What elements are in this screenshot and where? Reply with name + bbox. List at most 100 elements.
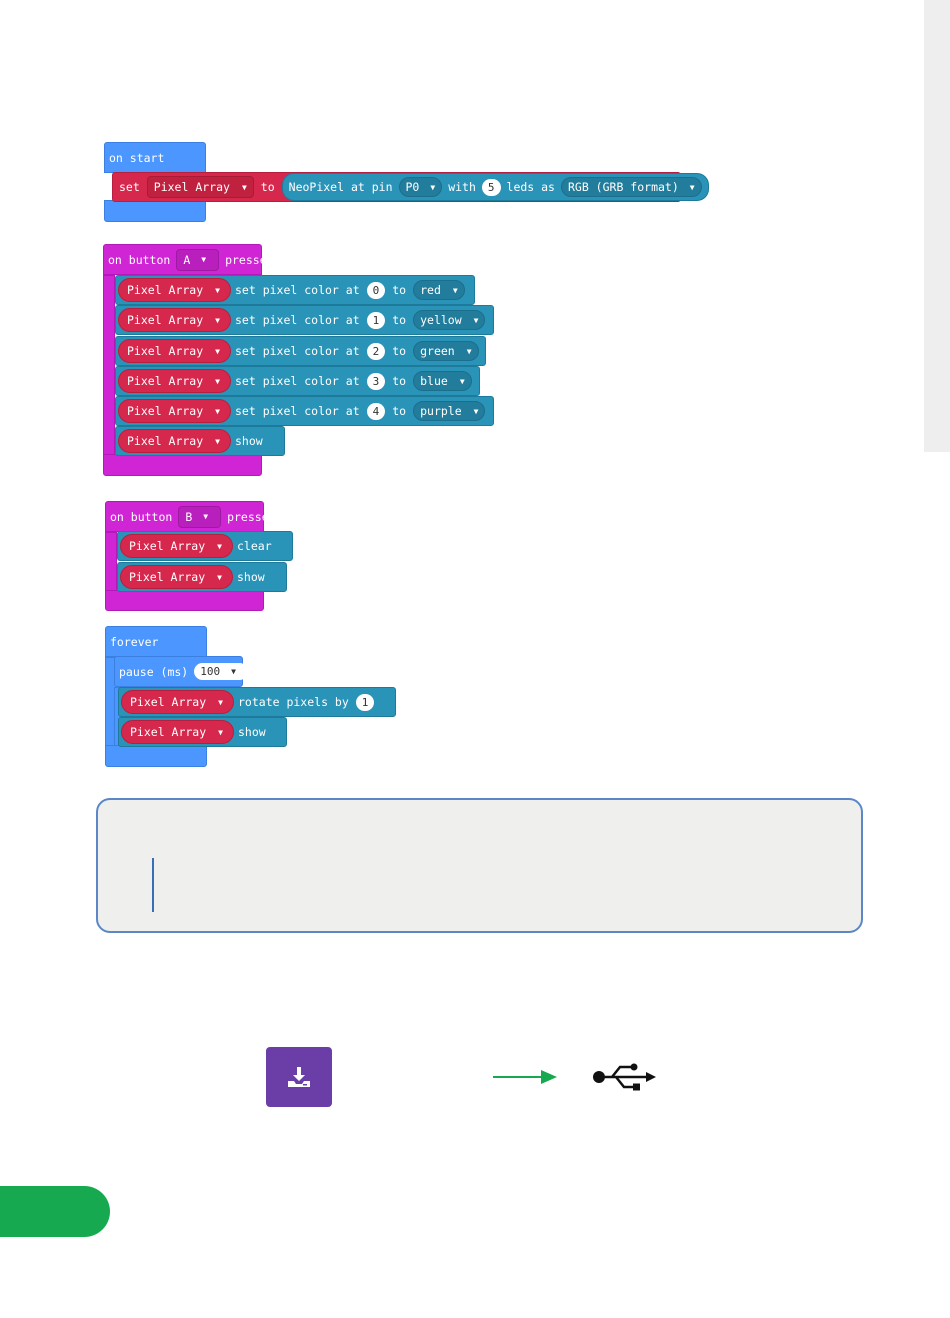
set-pixel-color-block-3[interactable]: Pixel Array▼ set pixel color at 3 to blu…: [115, 366, 480, 396]
variable-reporter[interactable]: Pixel Array ▼: [120, 534, 233, 558]
action-label: set pixel color at: [235, 283, 360, 297]
on-button-b-header: on button B▼ pressed: [105, 501, 276, 532]
color-dropdown[interactable]: purple ▼: [413, 401, 486, 421]
pause-header: pause (ms) 100▼: [114, 656, 248, 687]
show-block-b[interactable]: Pixel Array▼ show: [117, 562, 287, 592]
color-dropdown[interactable]: green ▼: [413, 341, 479, 361]
set-pixel-color-block-2[interactable]: Pixel Array▼ set pixel color at 2 to gre…: [115, 336, 486, 366]
neopixel-create-block[interactable]: NeoPixel at pin P0▼ with 5 leds as RGB (…: [281, 173, 709, 201]
variable-reporter[interactable]: Pixel Array▼: [121, 720, 234, 744]
color-dropdown[interactable]: red ▼: [413, 280, 465, 300]
on-button-b-footer: [105, 590, 264, 611]
variable-name: Pixel Array: [127, 374, 204, 388]
action-label: set pixel color at: [235, 344, 360, 358]
variable-name: Pixel Array: [127, 283, 204, 297]
dropdown-caret-icon: ▼: [430, 182, 436, 192]
set-variable-block[interactable]: set Pixel Array▼ to NeoPixel at pin P0▼ …: [112, 172, 709, 202]
on-button-label: on button: [110, 509, 173, 524]
dropdown-caret-icon: ▼: [217, 541, 222, 551]
usb-icon: [593, 1063, 656, 1091]
button-value: A: [183, 252, 191, 267]
color-value: purple: [420, 404, 462, 418]
dropdown-caret-icon: ▼: [459, 376, 465, 386]
variable-name: Pixel Array: [129, 539, 206, 553]
pin-dropdown[interactable]: P0 ▼: [398, 177, 443, 197]
button-a-dropdown[interactable]: A▼: [176, 248, 220, 271]
index-input[interactable]: 2: [366, 342, 386, 360]
rotate-pixels-block[interactable]: Pixel Array▼ rotate pixels by 1: [118, 687, 396, 717]
on-button-a-footer: [103, 454, 262, 476]
color-dropdown[interactable]: blue ▼: [413, 371, 472, 391]
dropdown-caret-icon: ▼: [231, 667, 236, 676]
variable-reporter[interactable]: Pixel Array▼: [120, 565, 233, 589]
clear-label: clear: [237, 539, 272, 553]
side-scroll-strip: [924, 0, 950, 452]
download-button[interactable]: [266, 1047, 332, 1107]
format-value: RGB (GRB format): [567, 180, 679, 194]
index-input[interactable]: 1: [366, 311, 386, 329]
to-label: to: [260, 180, 275, 194]
on-start-header: on start: [104, 142, 206, 173]
variable-name: Pixel Array: [130, 695, 207, 709]
show-block-forever[interactable]: Pixel Array▼ show: [118, 717, 287, 747]
dropdown-caret-icon: ▼: [215, 406, 220, 416]
variable-reporter[interactable]: Pixel Array▼: [118, 369, 231, 393]
variable-reporter[interactable]: Pixel Array ▼: [118, 278, 231, 302]
rotate-value-input[interactable]: 1: [355, 693, 375, 711]
index-input[interactable]: 3: [366, 372, 386, 390]
action-label: set pixel color at: [235, 374, 360, 388]
dropdown-caret-icon: ▼: [203, 512, 209, 521]
pause-dropdown[interactable]: 100▼: [194, 663, 248, 680]
to-label: to: [392, 344, 407, 358]
on-button-a-block[interactable]: on button A▼ pressed: [103, 244, 274, 476]
variable-name: Pixel Array: [127, 434, 204, 448]
variable-name: Pixel Array: [129, 570, 206, 584]
variable-reporter[interactable]: Pixel Array▼: [118, 429, 231, 453]
color-dropdown[interactable]: yellow▼: [413, 310, 486, 330]
forever-footer: [105, 745, 207, 767]
pause-block[interactable]: pause (ms) 100▼: [114, 656, 248, 746]
on-start-block[interactable]: on start: [104, 142, 206, 222]
dropdown-caret-icon: ▼: [201, 255, 207, 264]
set-pixel-color-block-1[interactable]: Pixel Array▼ set pixel color at 1 to yel…: [115, 305, 494, 335]
variable-name: Pixel Array: [153, 180, 230, 194]
color-value: green: [420, 344, 455, 358]
forever-label: forever: [110, 634, 159, 649]
dropdown-caret-icon: ▼: [466, 346, 472, 356]
pin-value: P0: [405, 180, 420, 194]
set-pixel-color-block-0[interactable]: Pixel Array ▼ set pixel color at 0 to red…: [115, 275, 475, 305]
clear-block-b[interactable]: Pixel Array ▼ clear: [117, 531, 293, 561]
show-label: show: [237, 570, 265, 584]
to-label: to: [392, 283, 407, 297]
note-box: [96, 798, 863, 933]
variable-name: Pixel Array: [127, 344, 204, 358]
variable-reporter[interactable]: Pixel Array▼: [118, 308, 231, 332]
format-dropdown[interactable]: RGB (GRB format) ▼: [560, 177, 702, 197]
variable-dropdown[interactable]: Pixel Array ▼: [146, 176, 254, 198]
button-b-dropdown[interactable]: B▼: [178, 505, 222, 528]
dropdown-caret-icon: ▼: [473, 315, 479, 325]
pressed-label: pressed: [227, 509, 276, 524]
dropdown-caret-icon: ▼: [689, 182, 695, 192]
dropdown-caret-icon: ▼: [241, 182, 247, 192]
dropdown-caret-icon: ▼: [473, 406, 479, 416]
rotate-label: rotate pixels by: [238, 695, 349, 709]
show-block-a[interactable]: Pixel Array▼ show: [115, 426, 285, 456]
forever-header: forever: [105, 626, 207, 657]
dropdown-caret-icon: ▼: [215, 285, 220, 295]
action-label: set pixel color at: [235, 313, 360, 327]
variable-reporter[interactable]: Pixel Array▼: [118, 339, 231, 363]
variable-reporter[interactable]: Pixel Array▼: [121, 690, 234, 714]
index-input[interactable]: 0: [366, 281, 386, 299]
leds-count-input[interactable]: 5: [481, 178, 501, 196]
set-label: set: [119, 180, 140, 194]
variable-reporter[interactable]: Pixel Array▼: [118, 399, 231, 423]
set-pixel-color-block-4[interactable]: Pixel Array▼ set pixel color at 4 to pur…: [115, 396, 494, 426]
index-input[interactable]: 4: [366, 402, 386, 420]
color-value: red: [420, 283, 441, 297]
to-label: to: [392, 404, 407, 418]
text-cursor: [152, 858, 154, 912]
color-value: blue: [420, 374, 448, 388]
dropdown-caret-icon: ▼: [452, 285, 458, 295]
pause-label: pause (ms): [119, 664, 189, 679]
